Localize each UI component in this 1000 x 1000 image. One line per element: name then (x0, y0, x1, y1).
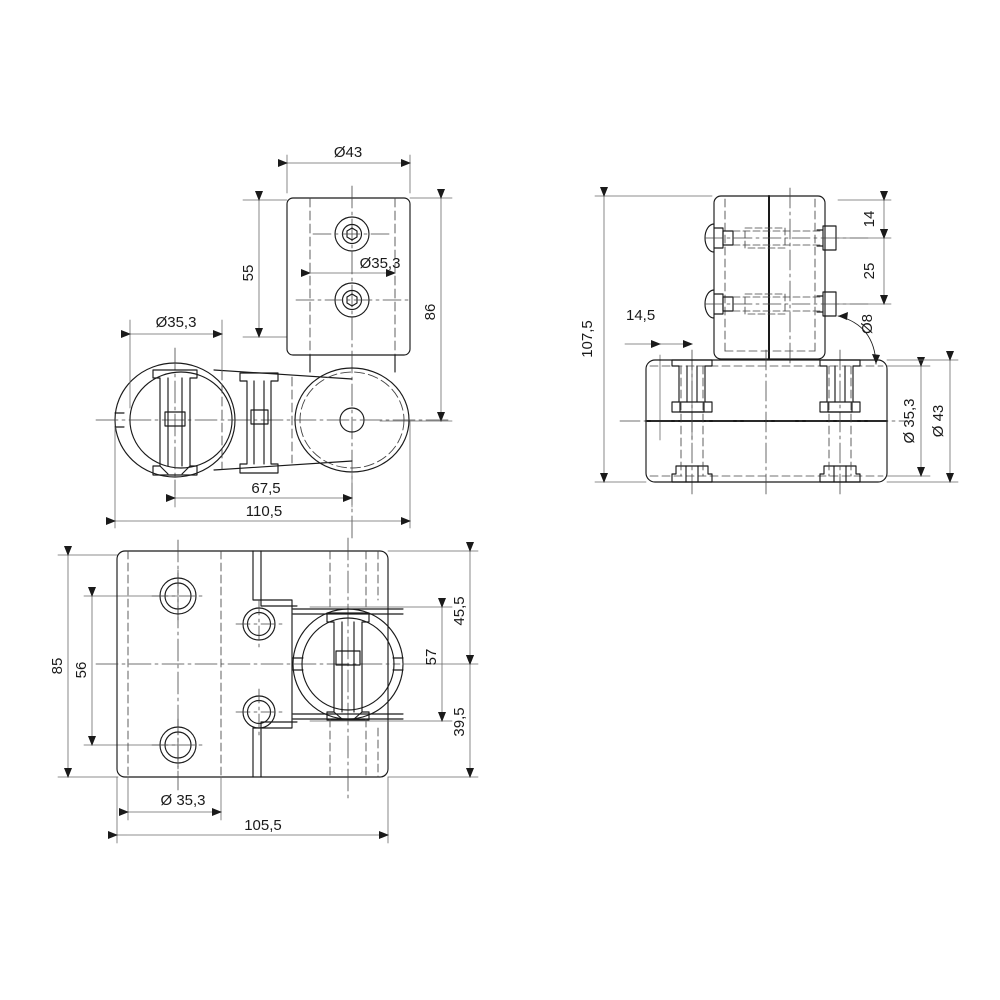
dim-label-57: 57 (423, 649, 440, 666)
dim-label-dia353-left: Ø35,3 (156, 314, 197, 331)
dim-label-dia43-right: Ø 43 (930, 405, 947, 438)
plan-clamp-bolt (326, 612, 370, 721)
dim-395-lines (387, 655, 479, 778)
dim-1075-lines (594, 187, 713, 483)
dim-label-1075: 107,5 (579, 320, 596, 358)
dim-675-lines (166, 471, 353, 508)
plan-mounting-hole-top-right (235, 600, 283, 648)
front-clamp-bolt-left (152, 369, 198, 476)
plan-clamp-hidden (329, 550, 367, 778)
dim-label-55: 55 (240, 265, 257, 282)
dim-57-lines (309, 598, 453, 722)
dim-label-dia353-plan: Ø 35,3 (160, 792, 205, 809)
dim-label-56: 56 (73, 662, 90, 679)
front-vertical-block (286, 197, 411, 356)
dim-label-dia43-top: Ø43 (334, 144, 362, 161)
view-plan (57, 537, 479, 844)
front-socket-screw-upper (312, 216, 393, 252)
front-arm-body (213, 369, 353, 471)
dim-1105-lines (106, 420, 411, 529)
view-side-elevation (594, 187, 959, 496)
front-clamp-bolt-middle (239, 372, 279, 474)
dim-55-lines (242, 191, 288, 338)
dim-25-lines (837, 229, 892, 305)
side-lower-centerlines (619, 349, 906, 496)
side-lower-bolt-left-top (671, 359, 713, 413)
dim-dia353-left-lines (121, 319, 223, 409)
dim-label-86: 86 (422, 304, 439, 321)
front-arm-hidden-lines (221, 370, 293, 470)
side-lower-bolt-right-top (819, 359, 861, 413)
side-upper-bolt-1 (704, 223, 871, 253)
side-lower-clamp-body (645, 359, 888, 483)
view-front-elevation (95, 154, 453, 541)
dim-56-lines (83, 587, 179, 746)
side-lower-bolt-left-bottom (671, 465, 713, 483)
dim-145-lines (624, 340, 693, 441)
front-socket-screw-lower (295, 282, 410, 318)
dim-label-455: 45,5 (451, 596, 468, 625)
plan-mounting-hole-bottom-right (235, 688, 283, 736)
dim-label-1105: 110,5 (246, 503, 282, 520)
dim-label-dia353-block: Ø35,3 (360, 255, 401, 272)
front-block-hidden-bore (309, 197, 396, 356)
dim-label-14: 14 (861, 211, 878, 228)
side-upper-clamp-body (713, 195, 826, 360)
dim-label-675: 67,5 (251, 480, 280, 497)
dim-label-145: 14,5 (626, 307, 655, 324)
dim-dia353-plan-lines (119, 776, 222, 821)
plan-base-plate (116, 550, 389, 778)
dim-85-lines (57, 546, 119, 778)
side-lower-bolt-right-bottom (819, 465, 861, 483)
plan-mounting-hole-top-left (151, 569, 205, 623)
side-upper-hidden (724, 198, 816, 352)
dim-dia353-right-lines (886, 357, 931, 477)
dim-label-dia353-right: Ø 35,3 (901, 398, 918, 443)
dim-86-lines (379, 189, 453, 422)
side-lower-hidden (649, 365, 884, 477)
dim-1055-lines (108, 776, 389, 844)
front-neck (309, 354, 396, 373)
plan-inner-step (252, 550, 298, 778)
dim-label-85: 85 (49, 658, 66, 675)
dim-dia43-lines (278, 154, 411, 194)
dim-dia43-right-lines (886, 351, 959, 483)
dim-label-395: 39,5 (451, 707, 468, 736)
dim-dia8-leader (837, 312, 880, 365)
side-upper-bolt-2 (704, 289, 871, 319)
dim-label-25: 25 (861, 263, 878, 280)
front-clamp-ring-left (114, 362, 236, 478)
side-lower-hidden-verticals (680, 365, 852, 477)
plan-mounting-hole-bottom-left (151, 718, 205, 772)
dim-label-dia8: Ø8 (859, 314, 876, 334)
dimension-text-layer: Ø43 55 Ø35,3 86 Ø35,3 67,5 110,5 107,5 1… (49, 144, 947, 834)
dim-label-1055: 105,5 (244, 817, 282, 834)
